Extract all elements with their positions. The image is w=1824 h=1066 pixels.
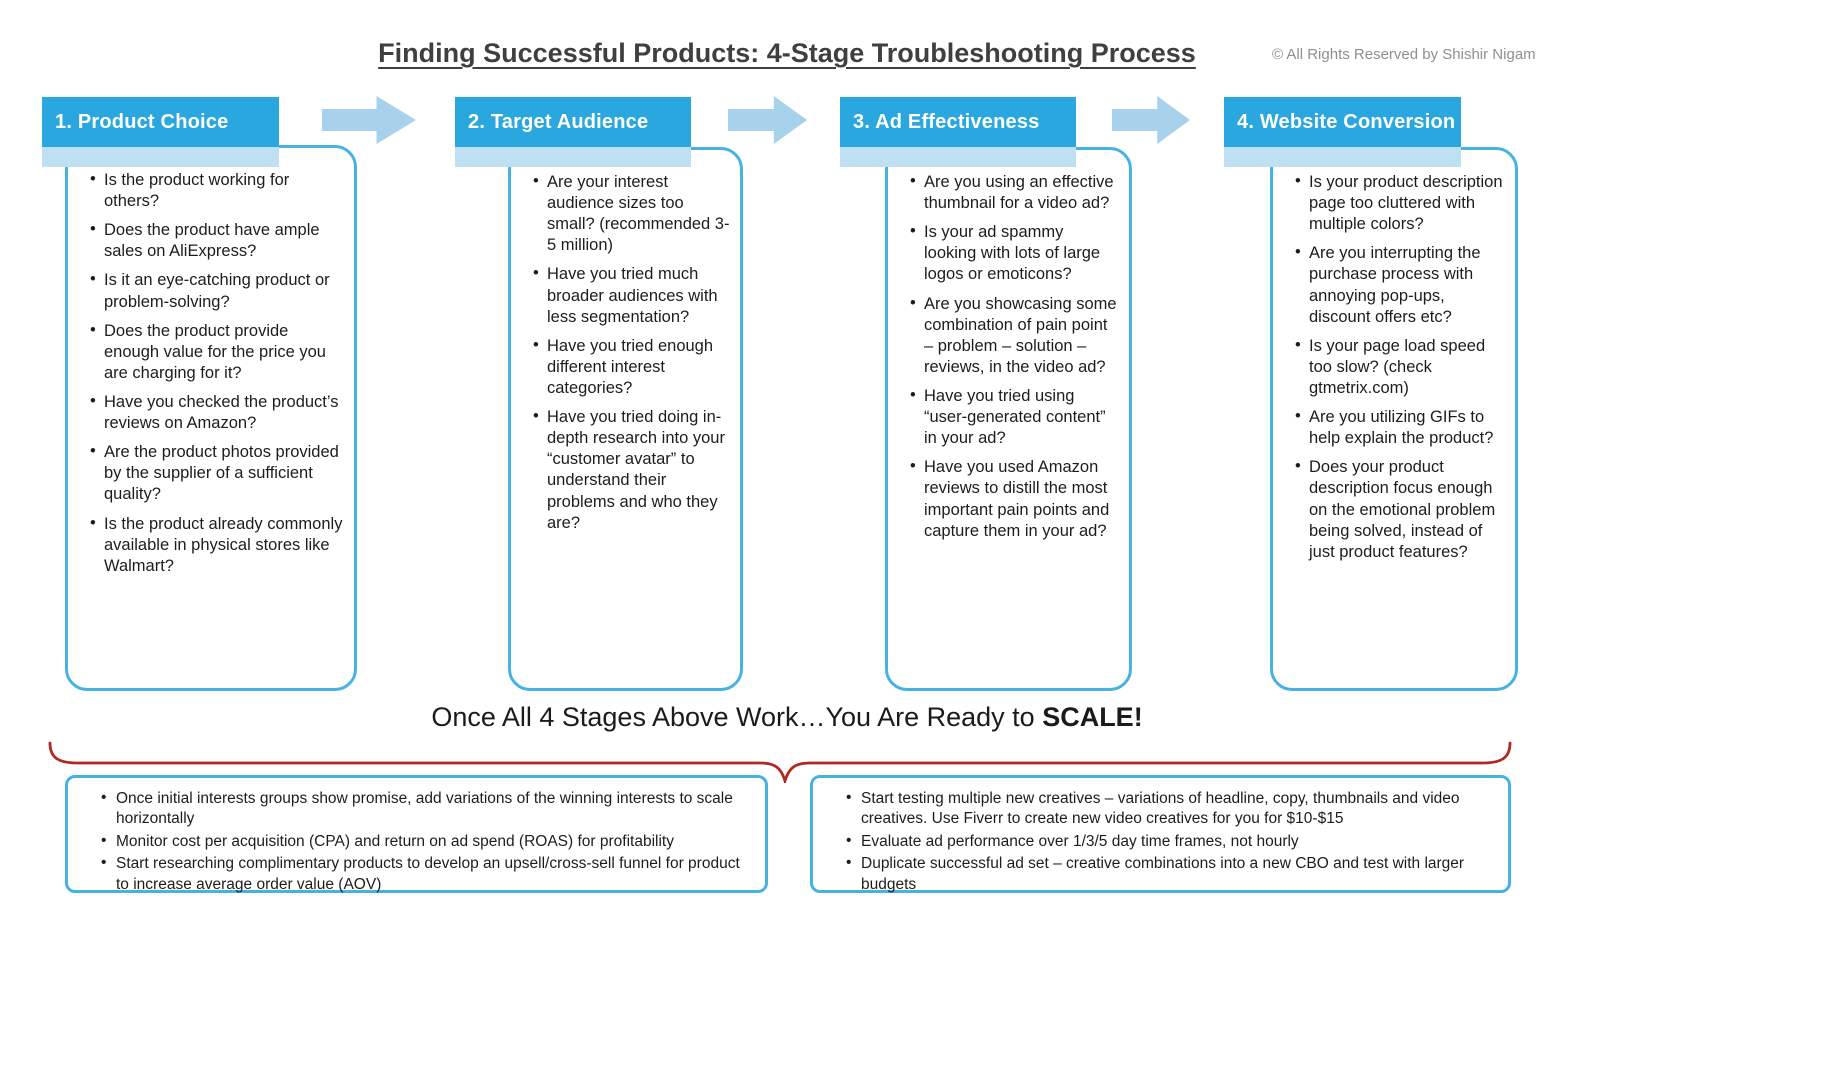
checklist: Are your interest audience sizes too sma…: [533, 171, 730, 534]
checklist-item: Have you used Amazon reviews to distill …: [910, 456, 1119, 541]
page-title: Finding Successful Products: 4-Stage Tro…: [378, 38, 1196, 68]
scale-banner: Once All 4 Stages Above Work…You Are Rea…: [0, 702, 1574, 733]
checklist-item: Is your page load speed too slow? (check…: [1295, 335, 1505, 399]
scaling-tips-interests-box: Once initial interests groups show promi…: [65, 775, 768, 893]
checklist-item: Are you using an effective thumbnail for…: [910, 171, 1119, 214]
checklist-item: Does the product provide enough value fo…: [90, 320, 344, 384]
scale-banner-text: Once All 4 Stages Above Work…You Are Rea…: [431, 702, 1043, 732]
stage-checklist: Is your product description page too clu…: [1270, 147, 1518, 691]
checklist-item: Is it an eye-catching product or problem…: [90, 269, 344, 312]
stage-checklist: Is the product working for others? Does …: [65, 145, 357, 691]
copyright-notice: © All Rights Reserved by Shishir Nigam: [1272, 46, 1536, 63]
checklist-item: Are you utilizing GIFs to help explain t…: [1295, 406, 1505, 449]
stage-checklist: Are your interest audience sizes too sma…: [508, 147, 743, 691]
checklist-item: Have you checked the product’s reviews o…: [90, 391, 344, 434]
stage-header: 4. Website Conversion: [1224, 97, 1461, 147]
tip-item: Once initial interests groups show promi…: [101, 788, 751, 830]
checklist-item: Is the product working for others?: [90, 169, 344, 212]
stage-column-ad-effectiveness: Are you using an effective thumbnail for…: [840, 97, 1132, 691]
checklist-item: Is the product already commonly availabl…: [90, 513, 344, 577]
checklist-item: Does the product have ample sales on Ali…: [90, 219, 344, 262]
checklist-item: Is your product description page too clu…: [1295, 171, 1505, 235]
checklist: Are you using an effective thumbnail for…: [910, 171, 1119, 542]
stage-header: 2. Target Audience: [455, 97, 691, 147]
checklist: Is your product description page too clu…: [1295, 171, 1505, 563]
scale-banner-emphasis: SCALE!: [1042, 702, 1143, 732]
checklist-item: Are you interrupting the purchase proces…: [1295, 242, 1505, 327]
scaling-tips-creatives-box: Start testing multiple new creatives – v…: [810, 775, 1511, 893]
stage-column-product-choice: Is the product working for others? Does …: [42, 97, 358, 691]
checklist-item: Have you tried enough different interest…: [533, 335, 730, 399]
tips-list: Start testing multiple new creatives – v…: [846, 788, 1494, 895]
stage-header-label: 2. Target Audience: [468, 110, 649, 133]
checklist-item: Have you tried using “user-generated con…: [910, 385, 1119, 449]
checklist: Is the product working for others? Does …: [90, 169, 344, 577]
stage-header-label: 3. Ad Effectiveness: [853, 110, 1040, 133]
checklist-item: Have you tried much broader audiences wi…: [533, 263, 730, 327]
tip-item: Monitor cost per acquisition (CPA) and r…: [101, 831, 751, 852]
tip-item: Duplicate successful ad set – creative c…: [846, 853, 1494, 895]
checklist-item: Have you tried doing in-depth research i…: [533, 406, 730, 534]
tip-item: Start researching complimentary products…: [101, 853, 751, 895]
stage-header-label: 1. Product Choice: [55, 110, 229, 133]
stage-column-website-conversion: Is your product description page too clu…: [1224, 97, 1518, 691]
checklist-item: Are your interest audience sizes too sma…: [533, 171, 730, 256]
stage-column-target-audience: Are your interest audience sizes too sma…: [455, 97, 743, 691]
stage-header: 3. Ad Effectiveness: [840, 97, 1076, 147]
stage-header: 1. Product Choice: [42, 97, 279, 147]
checklist-item: Are you showcasing some combination of p…: [910, 293, 1119, 378]
curly-brace-down-icon: [48, 741, 1512, 783]
tip-item: Evaluate ad performance over 1/3/5 day t…: [846, 831, 1494, 852]
checklist-item: Is your ad spammy looking with lots of l…: [910, 221, 1119, 285]
checklist-item: Are the product photos provided by the s…: [90, 441, 344, 505]
stage-header-label: 4. Website Conversion: [1237, 110, 1456, 133]
checklist-item: Does your product description focus enou…: [1295, 456, 1505, 563]
tips-list: Once initial interests groups show promi…: [101, 788, 751, 895]
stage-checklist: Are you using an effective thumbnail for…: [885, 147, 1132, 691]
tip-item: Start testing multiple new creatives – v…: [846, 788, 1494, 830]
